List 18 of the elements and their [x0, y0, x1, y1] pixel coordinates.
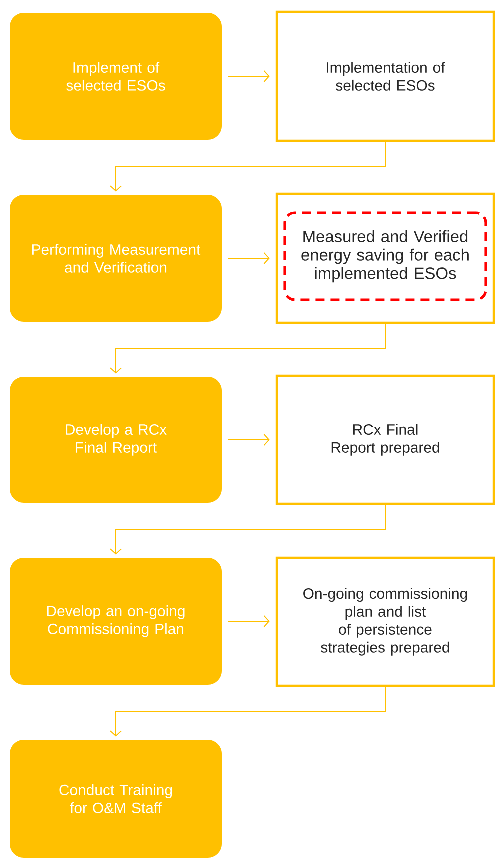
process-box: Conduct Training for O&M Staff — [10, 740, 222, 858]
arrow — [110, 324, 386, 374]
highlight-box: Measured and Verified energy saving for each implemented ESOs — [284, 212, 488, 302]
arrow — [228, 70, 270, 82]
process-box: Implement of selected ESOs — [10, 13, 222, 140]
arrow — [228, 616, 270, 628]
result-box: RCx Final Report prepared — [276, 374, 496, 506]
result-box: On-going commissioning plan and list of persistence strategies prepared — [276, 556, 496, 688]
result-box — [276, 192, 496, 324]
arrow — [110, 686, 386, 737]
arrow — [110, 142, 386, 192]
arrow — [228, 252, 270, 264]
process-box: Performing Measurement and Verification — [10, 195, 222, 322]
process-box: Develop an on-going Commissioning Plan — [10, 558, 222, 685]
result-box: Implementation of selected ESOs — [276, 10, 496, 142]
arrow — [110, 504, 386, 555]
arrow — [228, 434, 270, 446]
process-box: Develop a RCx Final Report — [10, 377, 222, 503]
